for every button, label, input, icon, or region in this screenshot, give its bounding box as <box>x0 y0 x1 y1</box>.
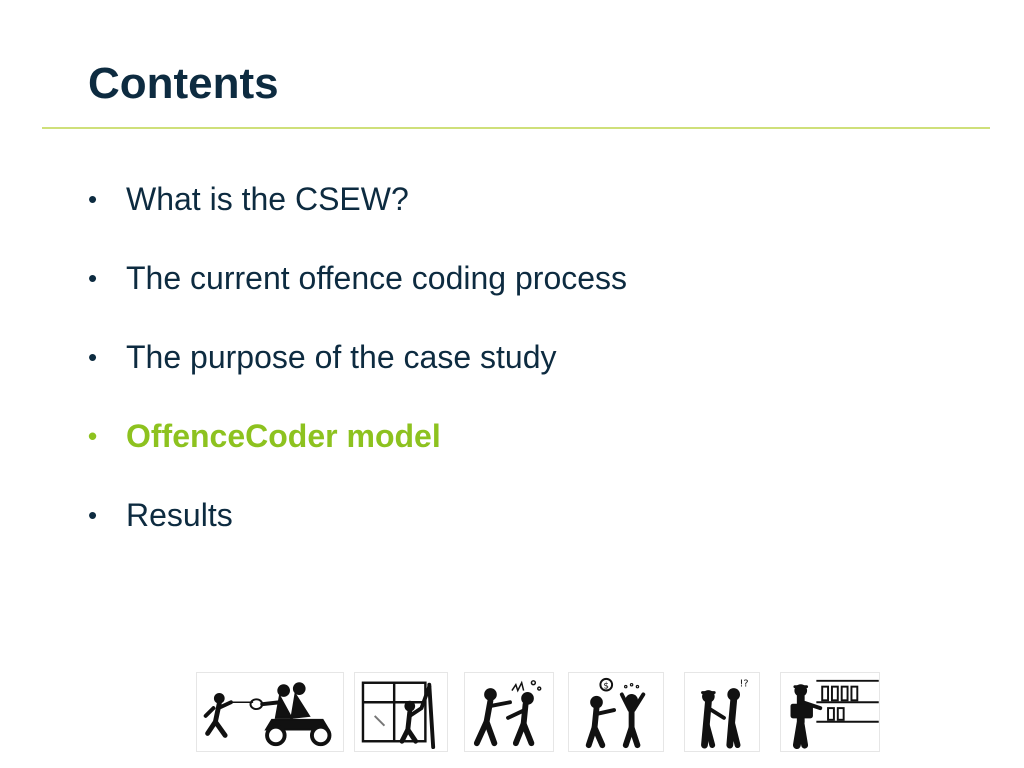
list-item: • The purpose of the case study <box>88 334 968 413</box>
burglary-window-icon <box>354 672 448 752</box>
shoplifting-icon <box>780 672 880 752</box>
list-item-active: • OffenceCoder model <box>88 413 968 492</box>
svg-text:$: $ <box>603 682 609 692</box>
bullet-icon: • <box>88 263 98 293</box>
bag-snatching-motorbike-icon <box>196 672 344 752</box>
list-item-text: Results <box>126 497 233 533</box>
list-item-text: What is the CSEW? <box>126 181 409 217</box>
slide-title: Contents <box>88 59 279 108</box>
list-item-text: The current offence coding process <box>126 260 628 296</box>
title-divider <box>42 127 990 129</box>
bullet-icon: • <box>88 184 98 214</box>
harassment-icon: !? <box>684 672 760 752</box>
illustration-strip: $ <box>196 672 886 752</box>
bullet-icon: • <box>88 500 98 530</box>
bullet-icon: • <box>88 342 98 372</box>
list-item: • The current offence coding process <box>88 255 968 334</box>
list-item-text: OffenceCoder model <box>126 418 441 454</box>
robbery-threat-icon: $ <box>568 672 664 752</box>
svg-text:!?: !? <box>740 679 749 690</box>
contents-list: • What is the CSEW? • The current offenc… <box>88 176 968 571</box>
list-item-text: The purpose of the case study <box>126 339 557 375</box>
list-item: • What is the CSEW? <box>88 176 968 255</box>
bullet-icon: • <box>88 421 98 451</box>
list-item: • Results <box>88 492 968 571</box>
assault-fight-icon <box>464 672 554 752</box>
